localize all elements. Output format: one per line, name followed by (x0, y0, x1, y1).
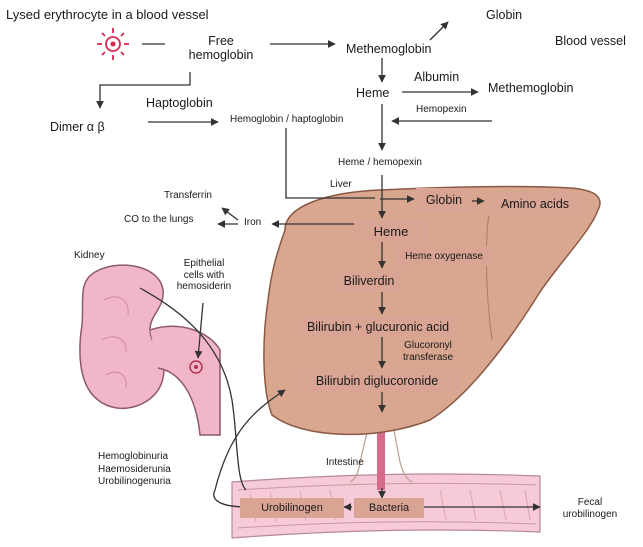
urobilinogen-box: Urobilinogen (240, 498, 344, 518)
heme-liver-label: Heme (373, 223, 409, 239)
epithelial-cells-label: Epithelial cells with hemosiderin (174, 258, 234, 293)
methemoglobin-top-label: Methemoglobin (346, 42, 432, 56)
heme-liver-box: Heme (354, 220, 428, 242)
bacteria-box: Bacteria (354, 498, 424, 518)
bilirubin-glucuronic-label: Bilirubin + glucuronic acid (306, 320, 450, 334)
glucuronyl-transferase-label: Glucoronyl transferase (398, 340, 458, 363)
heme-hemopexin-label: Heme / hemopexin (338, 157, 422, 168)
globin-top-label: Globin (486, 8, 523, 22)
iron-label: Iron (244, 217, 262, 228)
lysed-erythrocyte-icon (97, 28, 129, 60)
hemoglobinuria-text: Hemoglobinuria (98, 451, 169, 462)
intestine-label: Intestine (326, 457, 364, 468)
bilirubin-diglucoronide-label: Bilirubin diglucoronide (315, 374, 439, 388)
kidney-label: Kidney (74, 250, 105, 261)
haptoglobin-label: Haptoglobin (146, 96, 213, 110)
glucuronyl-line-2: transferase (402, 351, 454, 363)
hemopexin-label: Hemopexin (416, 104, 467, 115)
liver-label: Liver (330, 179, 352, 190)
amino-acids-label: Amino acids (500, 197, 570, 211)
dimer-label: Dimer α β (50, 120, 105, 134)
lysed-erythrocyte-label: Lysed erythrocyte in a blood vessel (6, 7, 209, 22)
bile-duct (349, 419, 413, 490)
urobilinogen-label: Urobilinogen (261, 502, 323, 514)
biliverdin-box: Biliverdin (336, 270, 402, 292)
blood-vessel-label: Blood vessel (555, 34, 626, 48)
free-hemoglobin-line-1: Free (208, 34, 234, 48)
glucuronyl-line-1: Glucoronyl (404, 340, 452, 351)
bilirubin-diglucoronide-box: Bilirubin diglucoronide (294, 370, 460, 392)
urine-findings-label: Hemoglobinuria Haemosiderunia Urobilinog… (98, 451, 171, 489)
fecal-line-1: Fecal (577, 497, 603, 508)
free-hemoglobin-label: Free hemoglobin (178, 34, 264, 63)
amino-acids-box: Amino acids (488, 192, 582, 216)
hemoglobin-haptoglobin-label: Hemoglobin / haptoglobin (230, 114, 344, 125)
fecal-line-2: urobilinogen (562, 508, 618, 520)
epithelial-line-1: Epithelial (183, 258, 225, 269)
epithelial-line-2: cells with (183, 269, 225, 281)
fecal-urobilinogen-label: Fecal urobilinogen (550, 497, 630, 520)
haemosiderunia-text: Haemosiderunia (98, 463, 171, 475)
epithelial-line-3: hemosiderin (176, 281, 232, 292)
bilirubin-glucuronic-box: Bilirubin + glucuronic acid (298, 317, 458, 337)
albumin-label: Albumin (414, 70, 460, 84)
biliverdin-label: Biliverdin (343, 274, 395, 288)
bacteria-label: Bacteria (368, 502, 410, 514)
methemoglobin-right-label: Methemoglobin (488, 81, 574, 95)
transferrin-label: Transferrin (164, 190, 212, 201)
globin-liver-box: Globin (416, 188, 472, 212)
urobilinogenuria-text: Urobilinogenuria (98, 476, 171, 487)
pathway-arrows (96, 21, 541, 511)
free-hemoglobin-line-2: hemoglobin (188, 48, 254, 63)
heme-oxygenase-label: Heme oxygenase (405, 250, 483, 262)
heme-oxygenase-box: Heme oxygenase (396, 246, 492, 266)
globin-liver-label: Globin (425, 193, 463, 207)
heme-top-label: Heme (356, 86, 390, 100)
co-lungs-label: CO to the lungs (124, 214, 194, 225)
